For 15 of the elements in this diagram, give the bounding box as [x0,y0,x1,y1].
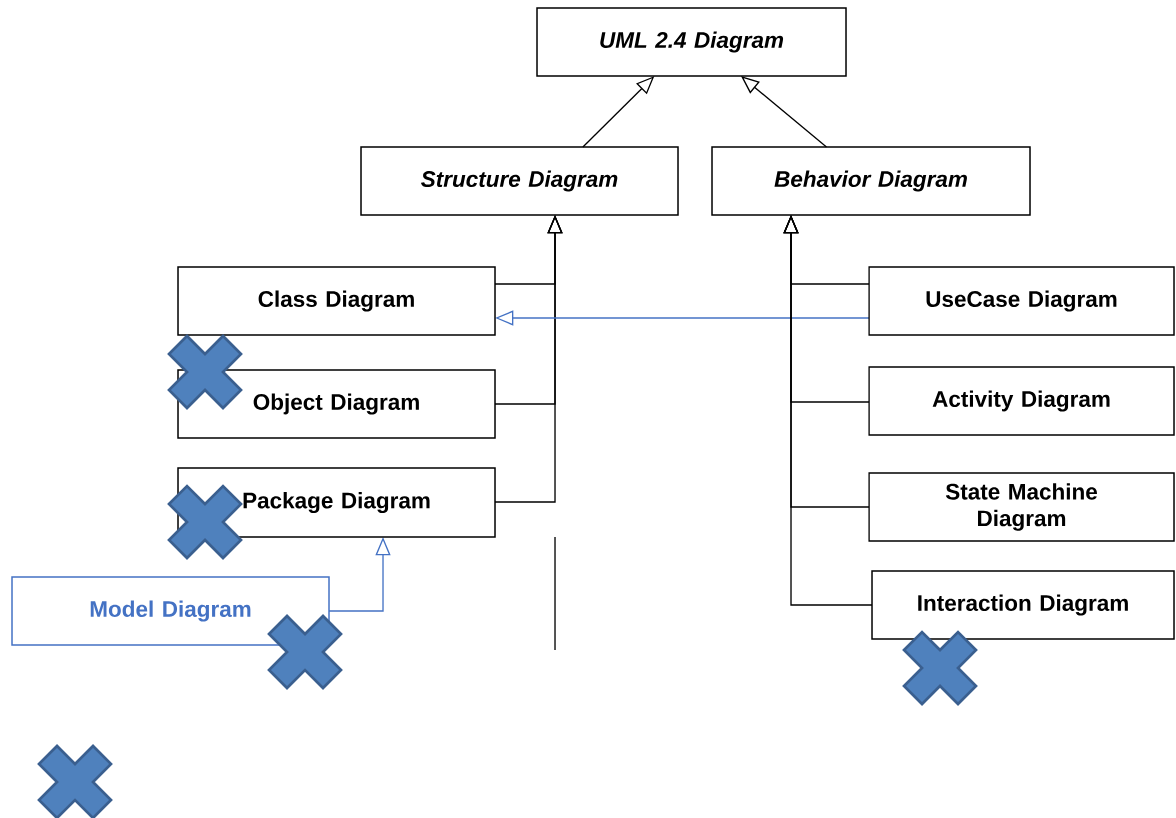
class-box: Interaction Diagram [871,570,1175,640]
class-box: Behavior Diagram [711,146,1031,216]
class-box: State Machine Diagram [868,472,1175,542]
cross-mark [902,630,978,706]
class-box: UseCase Diagram [868,266,1175,336]
cross-mark [37,744,113,818]
class-box: Structure Diagram [360,146,679,216]
class-box: Activity Diagram [868,366,1175,436]
cross-mark [167,334,243,410]
class-box: UML 2.4 Diagram [536,7,847,77]
cross-mark [267,614,343,690]
class-box: Object Diagram [177,369,496,439]
class-box: Class Diagram [177,266,496,336]
class-box: Model Diagram [11,576,330,646]
cross-mark [167,484,243,560]
